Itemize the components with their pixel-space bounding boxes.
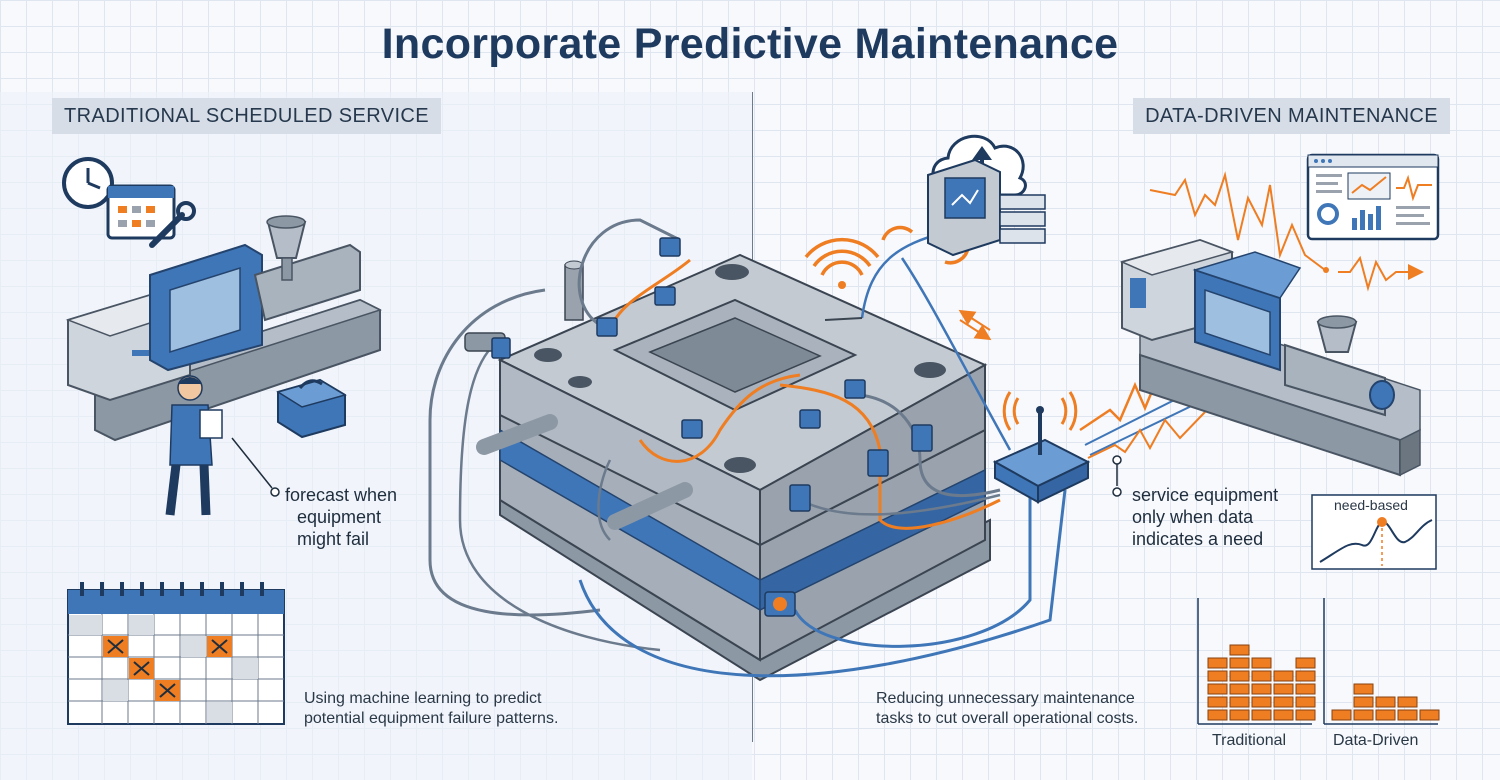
stack-block — [1229, 657, 1250, 669]
stack-block — [1375, 696, 1396, 708]
stack-block — [1273, 709, 1294, 721]
clock-icon — [62, 157, 114, 209]
stack-block — [1207, 709, 1228, 721]
stack-block — [1353, 709, 1374, 721]
stack-block — [1251, 696, 1272, 708]
server-icon — [927, 158, 1046, 257]
wrench-icon — [149, 201, 196, 248]
injection-molding-machine-right — [1119, 238, 1421, 477]
stack-block — [1207, 670, 1228, 682]
stack-block — [1273, 683, 1294, 695]
forecast-callout-leader — [231, 437, 280, 497]
stack-block — [1207, 683, 1228, 695]
sensor-cables — [428, 218, 1067, 678]
stack-block — [1273, 696, 1294, 708]
traditional-bar-label: Traditional — [1212, 732, 1287, 749]
stack-block — [1207, 696, 1228, 708]
sensor-icon — [464, 237, 933, 617]
stack-block — [1229, 709, 1250, 721]
stack-block — [1229, 644, 1250, 656]
traditional-caption-line: potential equipment failure patterns. — [304, 710, 559, 727]
traditional-caption: Using machine learning to predict potent… — [304, 689, 558, 729]
stack-block — [1353, 683, 1374, 695]
stack-block — [1251, 683, 1272, 695]
dashboard-monitor-icon — [1306, 153, 1440, 241]
schedule-calendar-grid — [67, 582, 285, 725]
service-callout-line: only when data — [1132, 507, 1254, 527]
mold-assembly — [476, 253, 991, 682]
forecast-callout-line: forecast when — [285, 485, 398, 505]
stack-block — [1251, 709, 1272, 721]
forecast-callout-line: might fail — [297, 529, 370, 549]
comparison-axes — [1197, 598, 1438, 725]
stack-block — [1273, 670, 1294, 682]
data-driven-section-tag: DATA-DRIVEN MAINTENANCE — [1133, 98, 1450, 134]
service-callout-line: indicates a need — [1132, 529, 1264, 549]
page-title: Incorporate Predictive Maintenance — [381, 20, 1119, 68]
stack-block — [1207, 657, 1228, 669]
injection-molding-machine-left — [65, 215, 382, 442]
service-callout-text: service equipment only when data indicat… — [1132, 484, 1278, 550]
data-driven-bar-label: Data-Driven — [1333, 732, 1419, 749]
stack-block — [1375, 709, 1396, 721]
scheduled-service-marks — [103, 636, 232, 701]
stack-block — [1419, 709, 1440, 721]
forecast-callout-line: equipment — [297, 507, 382, 527]
stack-block — [1353, 696, 1374, 708]
toolbox-icon — [276, 378, 347, 439]
stack-block — [1331, 709, 1352, 721]
stack-block — [1295, 709, 1316, 721]
gateway-router-icon — [992, 391, 1091, 504]
data-driven-caption: Reducing unnecessary maintenance tasks t… — [876, 689, 1138, 729]
data-driven-caption-line: tasks to cut overall operational costs. — [876, 710, 1139, 727]
technician-figure — [165, 375, 223, 516]
stack-block — [1295, 657, 1316, 669]
need-based-mini-chart — [1311, 494, 1437, 570]
stack-block — [1251, 657, 1272, 669]
need-based-label: need-based — [1334, 497, 1408, 513]
traditional-caption-line: Using machine learning to predict — [304, 690, 542, 707]
signal-waveform — [1149, 171, 1424, 292]
stack-block — [1295, 670, 1316, 682]
stack-block — [1295, 696, 1316, 708]
traditional-bar-stacks — [1207, 644, 1316, 721]
service-callout-line: service equipment — [1132, 485, 1279, 505]
stack-block — [1229, 696, 1250, 708]
traditional-section-tag: TRADITIONAL SCHEDULED SERVICE — [52, 98, 442, 134]
data-driven-bar-stacks — [1331, 683, 1440, 721]
stack-block — [1251, 670, 1272, 682]
stack-block — [1295, 683, 1316, 695]
stack-block — [1397, 709, 1418, 721]
calendar-icon — [106, 184, 176, 240]
stack-block — [1229, 683, 1250, 695]
stack-block — [1397, 696, 1418, 708]
service-callout-leader — [1112, 455, 1122, 497]
data-driven-caption-line: Reducing unnecessary maintenance — [876, 690, 1135, 707]
stack-block — [1229, 670, 1250, 682]
forecast-callout-text: forecast when equipment might fail — [285, 484, 397, 550]
